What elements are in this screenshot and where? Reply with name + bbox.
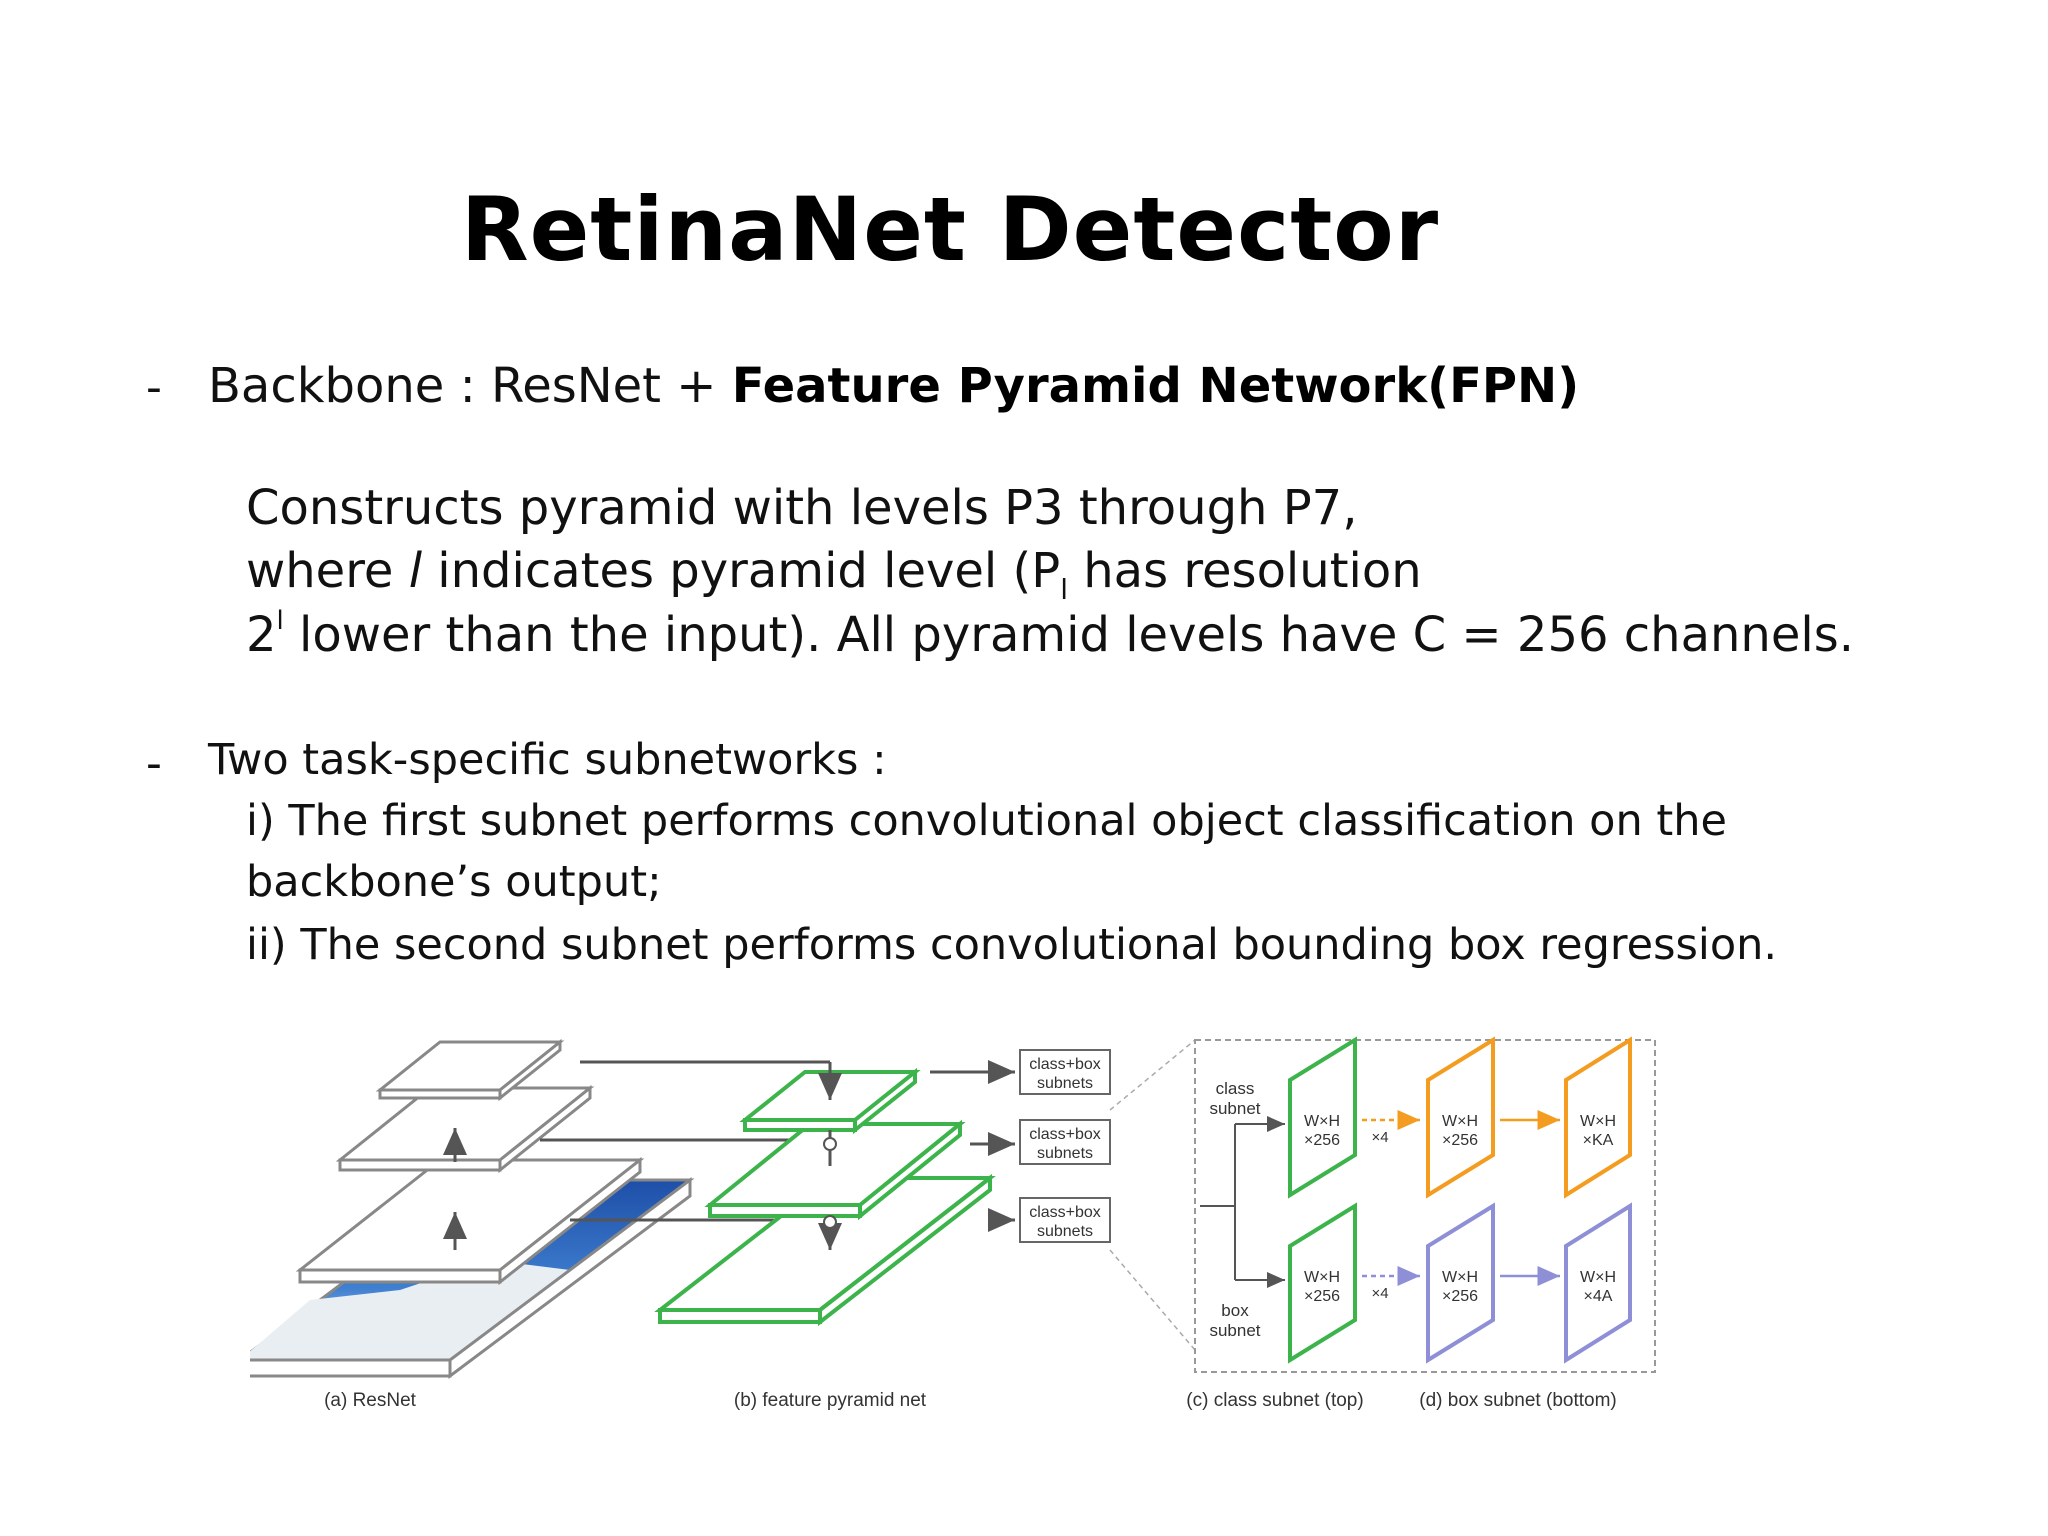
svg-text:×4A: ×4A [1584,1288,1613,1305]
svg-text:W×H: W×H [1304,1113,1340,1130]
caption-class-subnet: (c) class subnet (top) [1186,1390,1363,1411]
svg-text:class+box: class+box [1029,1204,1101,1221]
bullet-dash-2: - [146,738,162,789]
fpn-desc-line3: 2l lower than the input). All pyramid le… [246,606,1854,663]
class-subnet-label: class [1216,1079,1255,1098]
box-map-in [1288,1202,1357,1364]
subnet-box-3: class+box subnets [1019,1197,1111,1243]
bullet-dash: - [146,362,162,413]
merge-node-icon [823,1137,837,1151]
subnet-box-1: class+box subnets [1019,1049,1111,1095]
box-times4: ×4 [1371,1285,1388,1302]
fpn-to-subnets-arrows [930,1060,1015,1232]
svg-text:subnets: subnets [1037,1223,1093,1240]
bullet-backbone: Backbone : ResNet + Feature Pyramid Netw… [208,358,1579,414]
svg-text:class+box: class+box [1029,1126,1101,1143]
fpn-desc-line2: where l indicates pyramid level (Pl has … [246,543,1422,606]
subnet-item-2: ii) The second subnet performs convoluti… [246,920,1778,970]
fpn-term: Feature Pyramid Network(FPN) [731,358,1580,414]
svg-text:×256: ×256 [1442,1132,1478,1149]
caption-fpn: (b) feature pyramid net [734,1390,927,1411]
retinanet-architecture-diagram: class+box subnets class+box subnets clas… [250,1036,1656,1411]
svg-text:W×H: W×H [1304,1269,1340,1286]
svg-text:subnet: subnet [1209,1099,1260,1118]
box-subnet-label: box [1221,1301,1249,1320]
resnet-backbone [250,1038,695,1379]
svg-text:W×H: W×H [1580,1113,1616,1130]
svg-text:×256: ×256 [1304,1132,1340,1149]
subnet-detail-panel: class subnet box subnet W×H ×256 ×4 W×H … [1194,1036,1656,1373]
caption-resnet: (a) ResNet [324,1390,417,1411]
class-times4: ×4 [1371,1129,1388,1146]
fpn-desc-line1: Constructs pyramid with levels P3 throug… [246,480,1358,536]
svg-text:×256: ×256 [1304,1288,1340,1305]
slide-title: RetinaNet Detector [460,178,1440,281]
svg-text:class+box: class+box [1029,1056,1101,1073]
feature-pyramid [654,1062,996,1327]
svg-text:W×H: W×H [1442,1113,1478,1130]
svg-text:×256: ×256 [1442,1288,1478,1305]
svg-text:W×H: W×H [1442,1269,1478,1286]
class-map-in [1288,1036,1357,1199]
svg-text:subnets: subnets [1037,1145,1093,1162]
svg-text:W×H: W×H [1580,1269,1616,1286]
subnet-box-2: class+box subnets [1019,1119,1111,1165]
svg-text:subnet: subnet [1209,1321,1260,1340]
input-image-snow [250,1260,570,1360]
subnet-item-1-line2: backbone’s output; [246,857,662,907]
caption-box-subnet: (d) box subnet (bottom) [1419,1390,1616,1411]
backbone-prefix: Backbone : ResNet + [208,358,732,414]
class-map-mid [1426,1036,1495,1199]
class-map-out [1564,1036,1632,1199]
merge-node-icon-2 [823,1215,837,1229]
subnet-item-1-line1: i) The first subnet performs convolution… [246,796,1727,846]
box-map-out [1564,1202,1632,1364]
bullet-subnetworks: Two task-specific subnetworks : [208,735,887,785]
svg-text:×KA: ×KA [1583,1132,1614,1149]
svg-text:subnets: subnets [1037,1075,1093,1092]
box-map-mid [1426,1202,1495,1364]
